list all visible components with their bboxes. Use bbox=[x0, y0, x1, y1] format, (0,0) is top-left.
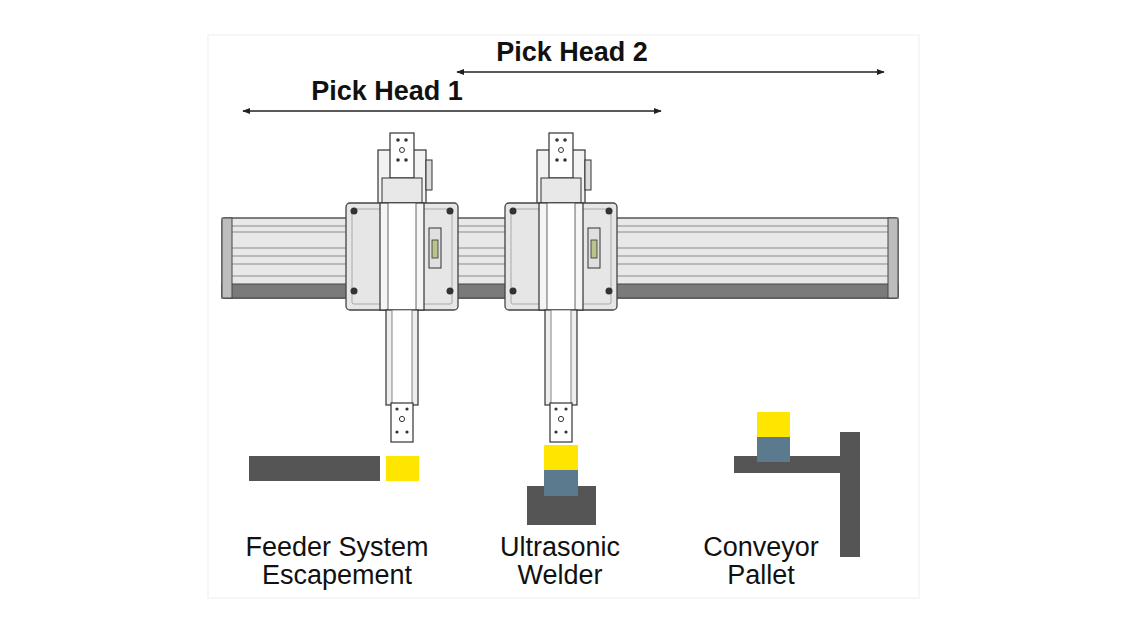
ultrasonic-welder bbox=[544, 470, 578, 496]
conveyor-pallet bbox=[734, 456, 854, 473]
travel-arrow bbox=[243, 110, 661, 112]
station-label: Ultrasonic Welder bbox=[473, 533, 648, 589]
panel-ground bbox=[208, 35, 919, 598]
linear-rail bbox=[888, 218, 898, 298]
pick-head bbox=[505, 133, 617, 442]
feeder-escapement bbox=[249, 456, 419, 481]
linear-rail bbox=[222, 218, 232, 298]
travel-arrow bbox=[457, 71, 884, 73]
station-label: Feeder System Escapement bbox=[221, 533, 453, 589]
conveyor-pallet bbox=[757, 437, 790, 462]
travel-label: Pick Head 2 bbox=[496, 38, 648, 66]
station-label: Conveyor Pallet bbox=[679, 533, 844, 589]
ultrasonic-welder bbox=[544, 445, 578, 470]
ultrasonic-welder bbox=[527, 445, 596, 525]
pick-head bbox=[346, 133, 458, 442]
feeder-escapement bbox=[386, 456, 419, 481]
pick-head bbox=[346, 133, 617, 442]
feeder-escapement bbox=[249, 456, 380, 481]
conveyor-pallet bbox=[757, 412, 790, 437]
travel-label: Pick Head 1 bbox=[311, 77, 463, 105]
travel-arrow bbox=[243, 72, 884, 111]
conveyor-pallet bbox=[840, 432, 860, 557]
